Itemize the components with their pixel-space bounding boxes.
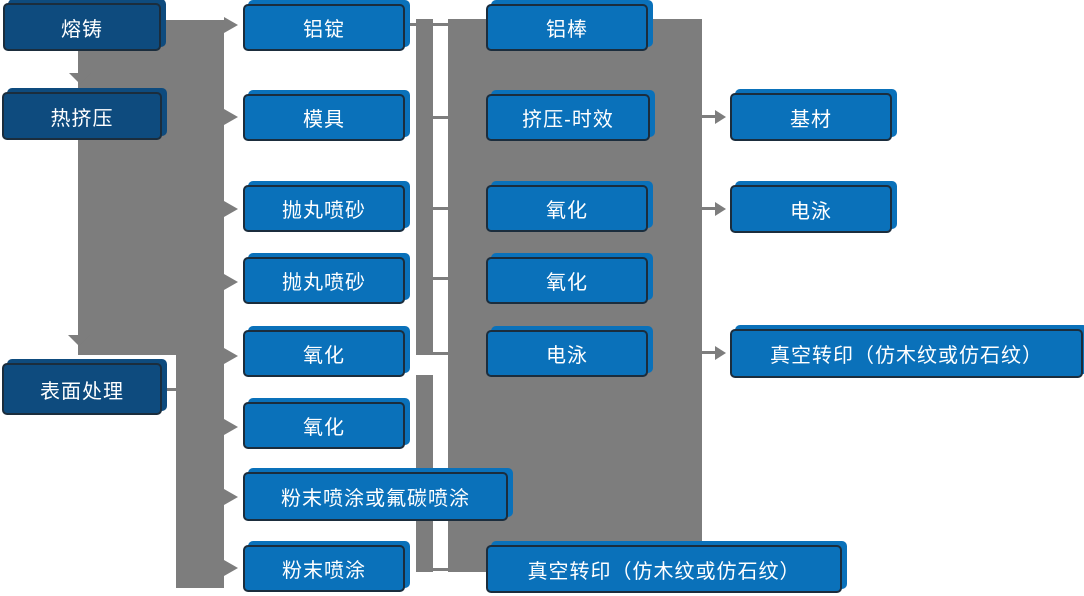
connector-line-rail-row2 — [433, 116, 448, 119]
node-label: 抛丸喷砂 — [282, 200, 366, 222]
connector-line-to-base-material — [702, 115, 715, 118]
node-label: 电泳 — [790, 200, 832, 223]
node-label: 氧化 — [546, 200, 588, 222]
node-label: 模具 — [303, 109, 345, 131]
flow-node-oxidation-3: 氧化 — [486, 185, 648, 232]
arrowhead-right-to-powder-coating — [224, 560, 238, 576]
connector-line-ingot-to-block — [410, 23, 448, 26]
node-label: 抛丸喷砂 — [282, 272, 366, 294]
flow-node-aluminum-ingot: 铝锭 — [243, 4, 405, 51]
node-label: 热挤压 — [50, 107, 114, 130]
connector-line-surface-treatment — [161, 388, 176, 391]
flow-node-base-material: 基材 — [730, 93, 892, 141]
flow-node-electrophoresis-1: 电泳 — [486, 330, 648, 377]
flow-node-electrophoresis-2: 电泳 — [730, 185, 892, 233]
arrowhead-down-to-surface-treatment — [68, 335, 90, 346]
arrowhead-right-to-shot-blast-1 — [224, 201, 238, 217]
arrowhead-right-to-vacuum-transfer-2 — [715, 346, 726, 360]
node-label: 氧化 — [303, 417, 345, 439]
flow-node-oxidation-1: 氧化 — [243, 330, 405, 377]
node-label: 基材 — [790, 108, 832, 131]
arrowhead-right-to-mold — [224, 109, 238, 125]
flow-node-oxidation-4: 氧化 — [486, 257, 648, 304]
node-label: 氧化 — [303, 345, 345, 367]
flow-node-shot-blast-sandblast-1: 抛丸喷砂 — [243, 185, 405, 232]
connector-line-rail-row8 — [433, 568, 448, 571]
flow-node-surface-treatment: 表面处理 — [2, 363, 162, 415]
flow-node-mold: 模具 — [243, 94, 405, 141]
arrowhead-right-to-shot-blast-2 — [224, 274, 238, 290]
connector-main-band — [78, 20, 224, 355]
flow-node-vacuum-transfer-2: 真空转印（仿木纹或仿石纹） — [730, 329, 1083, 378]
flow-node-extrusion-aging: 挤压-时效 — [486, 94, 650, 141]
node-label: 真空转印（仿木纹或仿石纹） — [527, 560, 801, 583]
flow-node-powder-coating: 粉末喷涂 — [243, 545, 405, 592]
arrowhead-right-to-oxidation-2 — [224, 419, 238, 435]
flow-node-shot-blast-sandblast-2: 抛丸喷砂 — [243, 257, 405, 304]
flow-node-oxidation-2: 氧化 — [243, 402, 405, 449]
flow-node-aluminum-rod: 铝棒 — [486, 4, 648, 51]
arrowhead-right-to-base-material — [715, 110, 726, 124]
node-label: 真空转印（仿木纹或仿石纹） — [770, 345, 1043, 367]
flow-node-vacuum-transfer-1: 真空转印（仿木纹或仿石纹） — [486, 545, 842, 593]
node-label: 氧化 — [546, 272, 588, 294]
arrowhead-right-to-powder-fluorocarbon — [224, 489, 238, 505]
flow-node-powder-or-fluorocarbon-coating: 粉末喷涂或氟碳喷涂 — [243, 472, 508, 521]
arrowhead-down-to-hot-extrusion — [69, 73, 91, 84]
flow-node-hot-extrusion: 热挤压 — [2, 92, 162, 140]
arrowhead-right-to-electrophoresis-2 — [715, 202, 726, 216]
node-label: 铝锭 — [303, 19, 345, 41]
node-label: 铝棒 — [546, 19, 588, 41]
node-label: 电泳 — [546, 345, 588, 367]
connector-mid-rail-upper — [416, 19, 433, 355]
connector-line-rail-row5 — [433, 352, 448, 355]
connector-line-to-vacuum-transfer — [702, 351, 715, 354]
node-label: 粉末喷涂 — [282, 560, 366, 582]
arrowhead-right-to-oxidation-1 — [224, 348, 238, 364]
connector-line-rail-row3 — [433, 207, 448, 210]
connector-line-rail-row4 — [433, 277, 448, 280]
node-label: 粉末喷涂或氟碳喷涂 — [281, 488, 470, 510]
flow-node-melting-casting: 熔铸 — [3, 3, 161, 51]
connector-left-branch-band — [176, 355, 224, 588]
connector-line-to-electrophoresis — [702, 207, 715, 210]
node-label: 挤压-时效 — [522, 109, 614, 131]
node-label: 表面处理 — [40, 380, 124, 403]
arrowhead-right-to-aluminum-ingot — [224, 17, 238, 33]
node-label: 熔铸 — [61, 18, 103, 41]
